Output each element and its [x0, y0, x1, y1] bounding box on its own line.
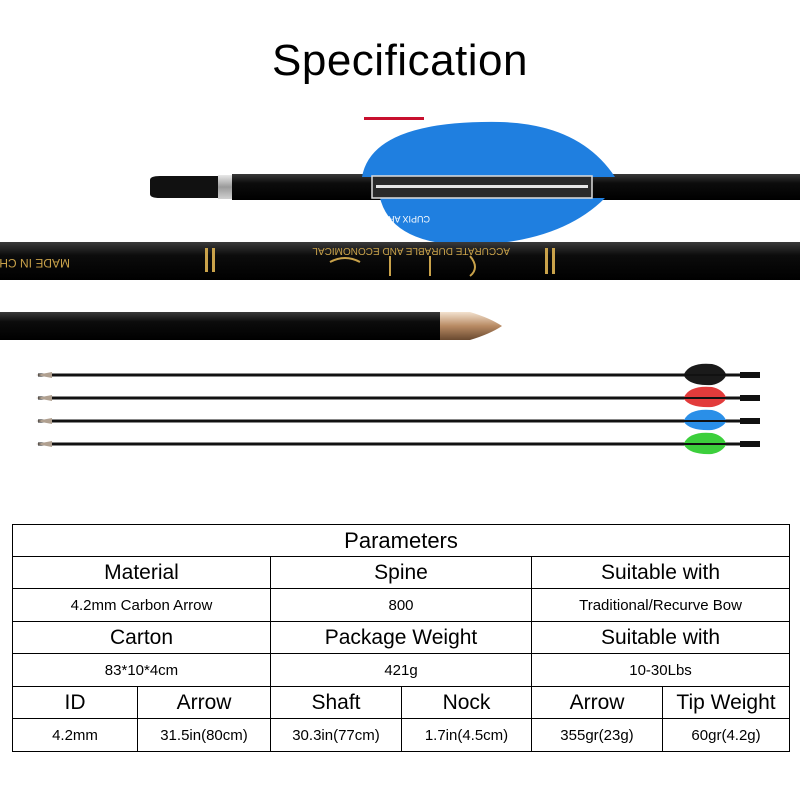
header-carton: Carton	[12, 621, 271, 654]
value-arrow-length: 31.5in(80cm)	[137, 718, 271, 752]
page-title: Specification	[272, 36, 528, 85]
table-row: ID Arrow Shaft Nock Arrow Tip Weight	[12, 686, 791, 719]
shaft-print-bar-4	[552, 248, 555, 274]
value-shaft: 30.3in(77cm)	[270, 718, 402, 752]
header-suitable-with-draw: Suitable with	[530, 621, 791, 654]
value-carton: 83*10*4cm	[12, 653, 271, 687]
value-spine: 800	[270, 588, 532, 622]
shaft-print-bar-3	[545, 248, 548, 274]
value-package-weight: 421g	[270, 653, 532, 687]
header-material: Material	[12, 556, 271, 589]
shaft-print-bar-1	[205, 248, 208, 272]
full-arrow-3	[36, 409, 760, 431]
title-underline	[364, 117, 424, 120]
nock-ring	[218, 175, 232, 199]
vane-bottom	[380, 198, 605, 245]
shaft-print-slogan: ACCURATE DURABLE AND ECONOMICAL	[312, 245, 510, 256]
value-nock: 1.7in(4.5cm)	[401, 718, 532, 752]
header-package-weight: Package Weight	[270, 621, 532, 654]
table-row: 4.2mm Carbon Arrow 800 Traditional/Recur…	[12, 588, 791, 622]
nock	[150, 176, 218, 198]
table-row: 4.2mm 31.5in(80cm) 30.3in(77cm) 1.7in(4.…	[12, 718, 791, 752]
nock-fletching-closeup: CUPIX ARCHERY	[150, 121, 800, 245]
value-suitable-bow: Traditional/Recurve Bow	[530, 588, 791, 622]
shaft-closeup-mid	[0, 242, 800, 280]
printed-shaft-closeup: MADE IN CHINA ACCURATE DURABLE AND ECONO…	[0, 242, 800, 280]
table-row: 83*10*4cm 421g 10-30Lbs	[12, 653, 791, 687]
shaft-print-made-in: MADE IN CHINA	[0, 256, 70, 270]
point-closeup	[0, 312, 502, 340]
value-id: 4.2mm	[12, 718, 138, 752]
value-arrow-weight: 355gr(23g)	[531, 718, 663, 752]
value-draw-weight: 10-30Lbs	[530, 653, 791, 687]
header-spine: Spine	[270, 556, 532, 589]
fletching-logo: CUPIX ARCHERY	[357, 214, 430, 224]
parameters-table: Parameters Material Spine Suitable with …	[11, 524, 791, 752]
field-point	[440, 312, 502, 340]
full-arrow-1	[36, 363, 760, 386]
value-material: 4.2mm Carbon Arrow	[12, 588, 271, 622]
arrow-product-images: CUPIX ARCHERY MADE IN CHINA ACCURATE DUR…	[0, 121, 800, 455]
value-tip-weight: 60gr(4.2g)	[661, 718, 791, 752]
header-nock: Nock	[401, 686, 532, 719]
shaft-closeup-bottom	[0, 312, 440, 340]
table-title: Parameters	[11, 524, 791, 557]
vane-top	[362, 121, 615, 177]
header-id: ID	[12, 686, 138, 719]
header-suitable-with-bow: Suitable with	[530, 556, 791, 589]
table-row: Carton Package Weight Suitable with	[12, 621, 791, 654]
shaft-print-bar-2	[212, 248, 215, 272]
header-arrow-length: Arrow	[137, 686, 271, 719]
shaft-print-brand	[329, 255, 476, 277]
header-shaft: Shaft	[270, 686, 402, 719]
table-row: Material Spine Suitable with	[12, 556, 791, 589]
full-arrow-4	[36, 432, 760, 455]
full-arrow-2	[36, 386, 760, 408]
header-arrow-weight: Arrow	[531, 686, 663, 719]
vane-wrap-highlight	[376, 185, 588, 188]
header-tip-weight: Tip Weight	[661, 686, 791, 719]
